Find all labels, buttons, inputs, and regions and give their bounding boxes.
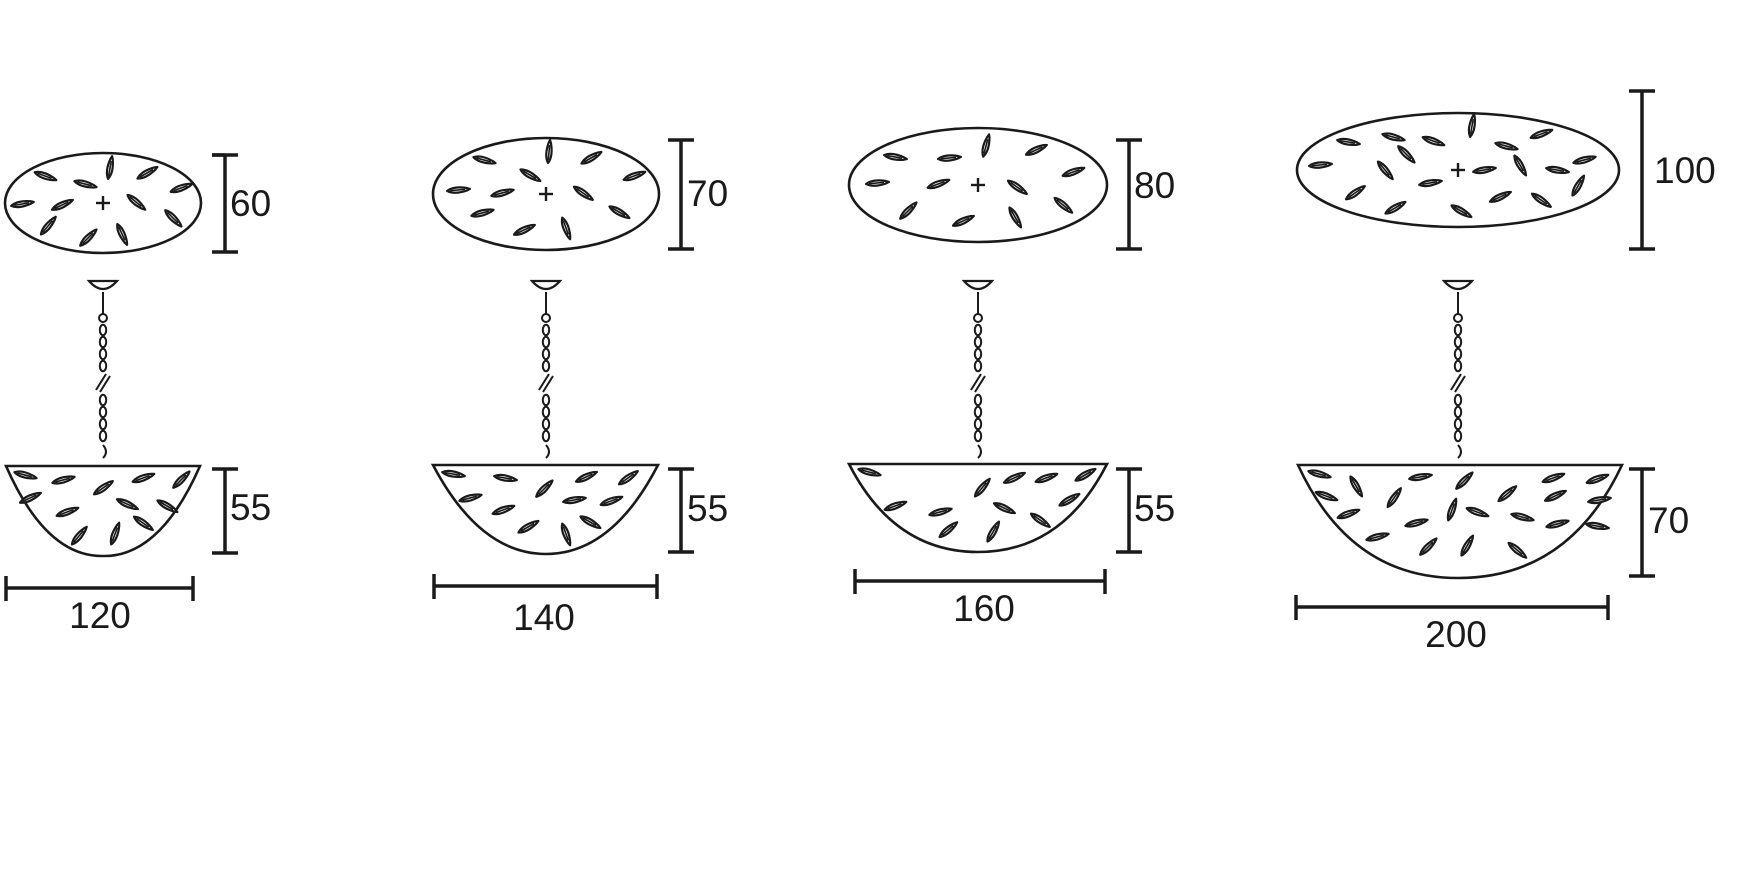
suspension — [961, 279, 995, 459]
crystals — [12, 468, 193, 548]
suspension — [1441, 279, 1475, 459]
chain-break-mark — [1450, 373, 1466, 393]
model-200: 100 — [1294, 89, 1716, 655]
width-dimension: 140 — [432, 574, 659, 638]
chain-break-mark — [970, 373, 986, 393]
top-view — [1295, 111, 1621, 229]
side-view-bowl — [846, 462, 1110, 554]
model-140: 70 — [430, 136, 728, 638]
bowl-height-label: 55 — [687, 488, 728, 529]
top-view — [847, 126, 1109, 244]
width-label: 160 — [953, 588, 1015, 629]
top-height-dimension: 80 — [1116, 138, 1175, 251]
bowl-height-dimension: 55 — [668, 467, 728, 554]
bowl-height-label: 55 — [230, 487, 271, 528]
top-view — [3, 151, 203, 255]
top-height-dimension: 60 — [212, 153, 271, 254]
center-mark — [96, 196, 110, 210]
chain-break-mark — [95, 373, 111, 393]
top-view — [431, 136, 661, 252]
bowl-height-label: 70 — [1648, 500, 1689, 541]
center-mark — [539, 187, 553, 201]
top-height-label: 60 — [230, 183, 271, 224]
side-view-bowl — [430, 463, 661, 556]
chain-break-mark — [538, 373, 554, 393]
top-height-dimension: 70 — [668, 138, 728, 251]
center-mark — [1451, 163, 1465, 177]
top-height-label: 80 — [1134, 165, 1175, 206]
center-mark — [971, 178, 985, 192]
width-dimension: 160 — [853, 569, 1107, 629]
crystals — [1307, 112, 1598, 221]
crystals — [864, 132, 1087, 230]
crystals — [856, 465, 1098, 544]
suspension — [529, 279, 563, 459]
bowl-height-dimension: 55 — [1116, 467, 1175, 554]
width-dimension: 200 — [1294, 595, 1610, 655]
side-view-bowl — [1295, 463, 1625, 580]
bowl-height-dimension: 70 — [1629, 467, 1689, 578]
top-height-dimension: 100 — [1629, 89, 1716, 251]
width-label: 140 — [513, 597, 575, 638]
bowl-height-label: 55 — [1134, 488, 1175, 529]
top-height-label: 70 — [687, 173, 728, 214]
crystals — [1306, 467, 1613, 561]
side-view-bowl — [4, 464, 202, 558]
bowl-height-dimension: 55 — [212, 467, 271, 555]
crystals — [440, 467, 641, 548]
width-label: 120 — [69, 595, 131, 636]
width-dimension: 120 — [4, 576, 195, 636]
top-height-label: 100 — [1654, 150, 1716, 191]
width-label: 200 — [1425, 614, 1487, 655]
model-120: 60 — [3, 151, 271, 636]
suspension — [86, 279, 120, 459]
model-160: 80 — [846, 126, 1175, 629]
